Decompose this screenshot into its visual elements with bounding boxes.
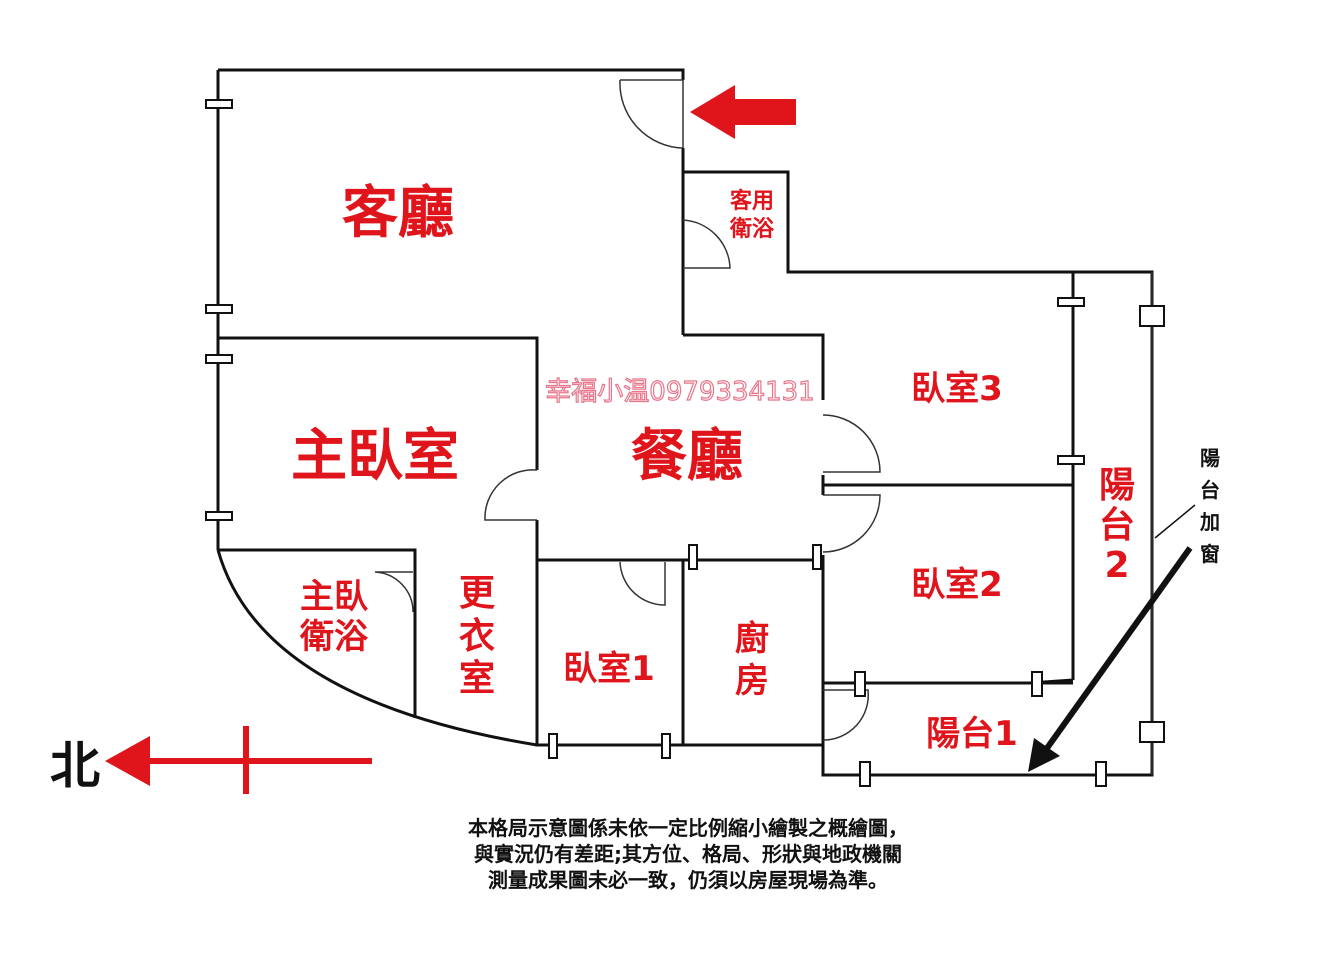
pointer-arrow (1037, 546, 1193, 760)
label-master: 主臥室 (291, 424, 459, 489)
label-kitchen-2: 房 (735, 661, 769, 701)
walls (216, 68, 1154, 777)
label-dining: 餐廳 (631, 424, 743, 489)
balcony-window-annotation: 陽 台 加 窗 (1028, 446, 1220, 772)
disclaimer-line: 與實況仍有差距;其方位、格局、形狀與地政機關 (474, 842, 902, 866)
label-closet-3: 室 (459, 658, 495, 699)
label-balcony2-3: 2 (1104, 545, 1129, 586)
label-master-bath-2: 衛浴 (299, 617, 369, 657)
north-compass: 北 (50, 726, 372, 795)
label-closet-1: 更 (459, 573, 496, 614)
label-living: 客廳 (342, 181, 454, 246)
doors (374, 79, 881, 741)
north-arrow-tick (243, 726, 249, 794)
windows (205, 99, 1165, 787)
label-guest-bath-1: 客用 (730, 188, 774, 214)
label-bedroom3: 臥室3 (911, 369, 1003, 409)
room-labels: 客廳 客用 衛浴 主臥室 餐廳 主臥 衛浴 更 衣 室 臥室1 廚 房 臥室3 … (291, 181, 1135, 754)
label-guest-bath-2: 衛浴 (729, 216, 775, 242)
label-master-bath-1: 主臥 (300, 577, 368, 617)
arrow-head-icon (1028, 738, 1060, 772)
label-closet-2: 衣 (459, 616, 495, 657)
watermark: 幸福小温0979334131 (545, 377, 814, 407)
north-label: 北 (50, 737, 100, 795)
annotation-char: 窗 (1200, 542, 1220, 566)
label-kitchen-1: 廚 (735, 619, 769, 659)
entrance-arrow-icon (690, 85, 796, 139)
label-balcony2-2: 台 (1099, 505, 1135, 546)
disclaimer-line: 本格局示意圖係未依一定比例縮小繪製之概繪圖， (468, 816, 908, 840)
label-balcony1: 陽台1 (926, 714, 1018, 754)
north-arrow-shaft (140, 758, 372, 764)
north-arrow-icon (105, 736, 150, 786)
label-bedroom2: 臥室2 (911, 565, 1003, 605)
disclaimer-line: 測量成果圖未必一致，仍須以房屋現場為準。 (488, 868, 888, 892)
annotation-char: 加 (1199, 510, 1220, 534)
label-bedroom1: 臥室1 (563, 649, 655, 689)
label-balcony2-1: 陽 (1099, 465, 1135, 506)
annotation-char: 台 (1200, 478, 1220, 502)
annotation-char: 陽 (1200, 446, 1220, 470)
pointer-line (1154, 504, 1196, 539)
disclaimer: 本格局示意圖係未依一定比例縮小繪製之概繪圖， 與實況仍有差距;其方位、格局、形狀… (468, 816, 908, 892)
